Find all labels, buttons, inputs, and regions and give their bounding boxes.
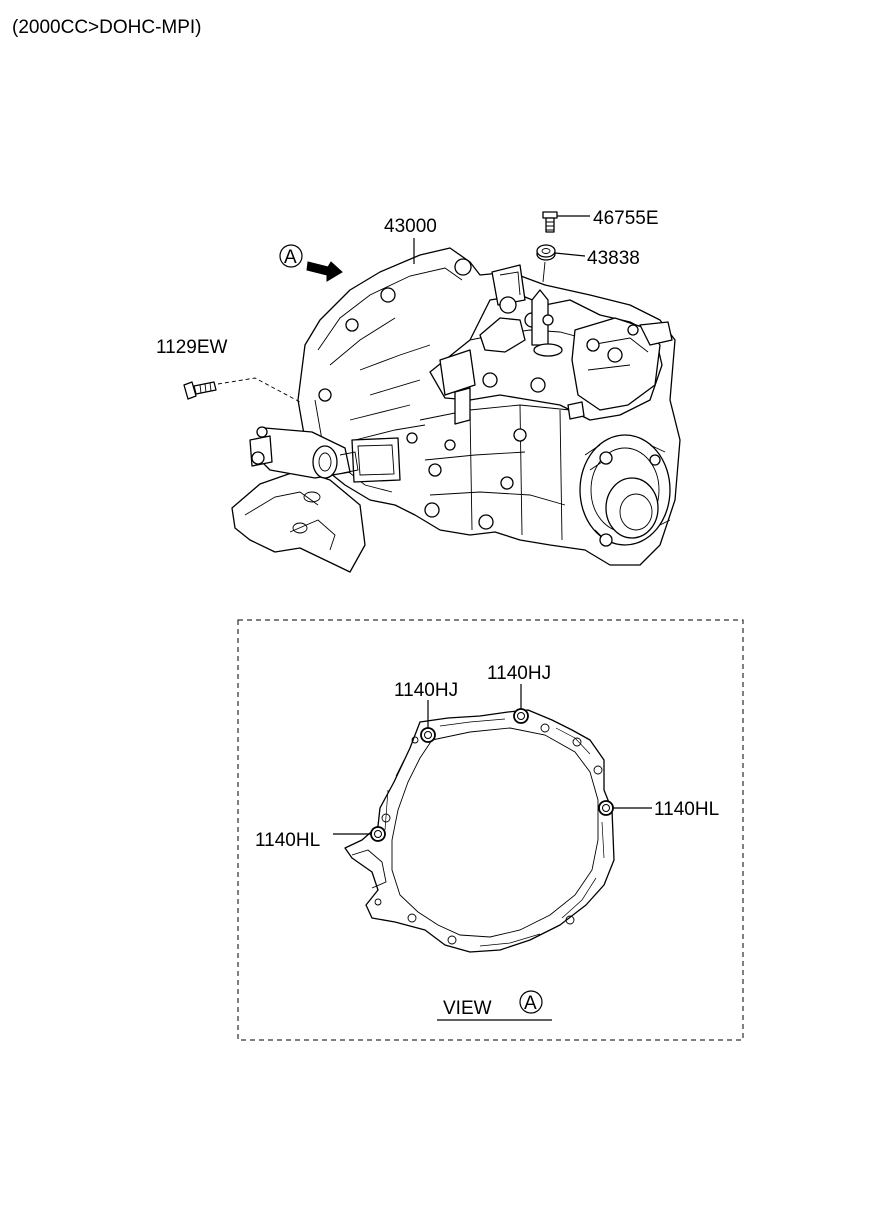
bell-housing-face-drawing: [344, 709, 615, 953]
label-1129ew: 1129EW: [156, 337, 228, 358]
leader-43838: [554, 252, 586, 257]
view-a-frame: [237, 619, 744, 1041]
label-43000: 43000: [384, 216, 437, 237]
transaxle-assembly-drawing: [231, 247, 681, 573]
view-a-caption: VIEW A: [437, 990, 552, 1021]
view-caption-word: VIEW: [443, 998, 492, 1019]
label-pin-top-left: 1140HJ: [394, 680, 458, 701]
washer-43838-drawing: [536, 244, 556, 283]
label-pin-top-right: 1140HJ: [487, 663, 551, 684]
view-caption-letter: A: [524, 993, 537, 1014]
label-46755e: 46755E: [593, 208, 659, 229]
view-a-marker: A: [279, 244, 343, 282]
view-a-marker-letter: A: [284, 247, 297, 268]
bolt-46755e-drawing: [542, 211, 558, 233]
label-pin-right: 1140HL: [654, 799, 719, 820]
label-43838: 43838: [587, 248, 640, 269]
dowel-pin-top-left: [420, 727, 436, 743]
label-pin-left: 1140HL: [255, 830, 320, 851]
dowel-pin-top-right: [513, 708, 529, 724]
dowel-pin-right: [598, 800, 614, 816]
dowel-pin-left: [370, 826, 386, 842]
engine-spec-header: (2000CC>DOHC-MPI): [12, 17, 202, 38]
bolt-1129ew-drawing: [183, 377, 301, 403]
view-direction-arrow-icon: [306, 261, 343, 282]
